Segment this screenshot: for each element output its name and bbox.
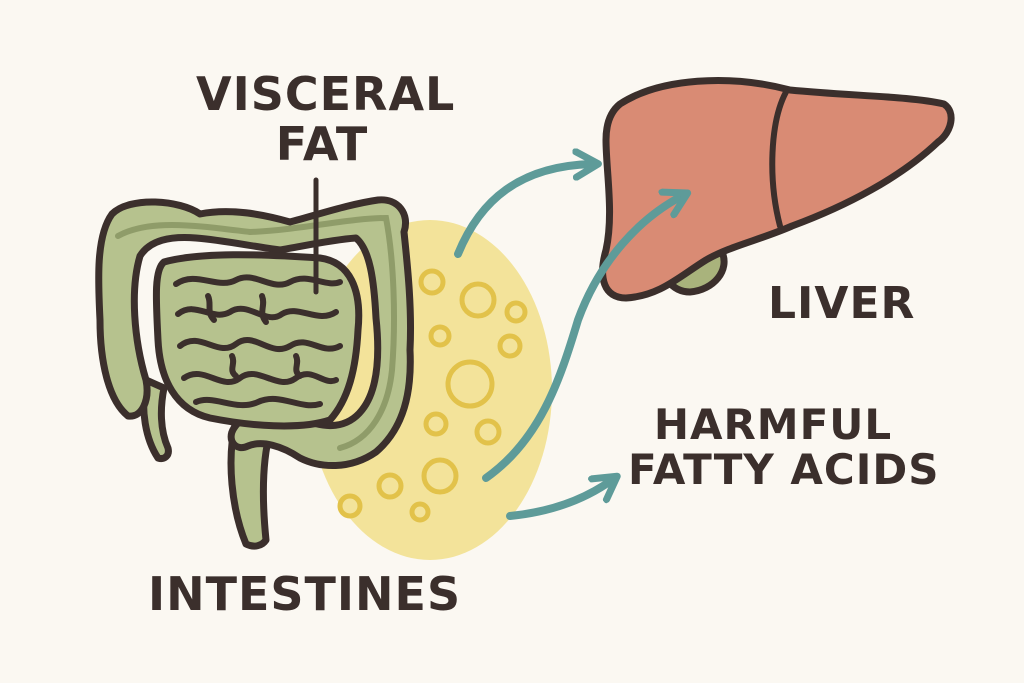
liver-label: LIVER [768,278,916,329]
fat-droplet [497,333,523,359]
harmful-label-line2: FATTY ACIDS [628,445,940,495]
fat-droplet [474,418,502,446]
intestines-illustration [95,196,415,550]
fat-droplet [409,501,431,523]
fat-droplet [423,411,449,437]
visceral-fat-label-line1: VISCERAL [196,67,456,121]
fat-droplets [337,268,528,523]
fat-droplet [421,457,459,495]
visceral-fat-label: VISCERAL FAT [196,67,456,171]
large-intestine-band [115,214,397,451]
harmful-fatty-acids-label: HARMFUL FATTY ACIDS [628,400,940,495]
appendix [140,376,172,462]
arrows [454,164,682,520]
arrow-icon [482,196,682,482]
fat-droplet [445,359,495,409]
fat-droplet [459,281,497,319]
arrow-icon [454,164,592,258]
fat-droplet [428,324,452,348]
fat-droplet [376,472,404,500]
fat-droplet [337,493,363,519]
intestine-tail [227,416,274,550]
fat-droplet [418,268,446,296]
liver-shape [599,77,955,302]
fat-droplet [504,300,528,324]
visceral-fat-label-line2: FAT [275,116,369,171]
intestines-label: INTESTINES [148,567,462,621]
small-intestine-coils [173,274,343,409]
liver-illustration [599,77,955,302]
arrow-icon [506,480,612,520]
harmful-label-line1: HARMFUL [653,400,893,449]
liver-lobe-divider [769,89,789,229]
